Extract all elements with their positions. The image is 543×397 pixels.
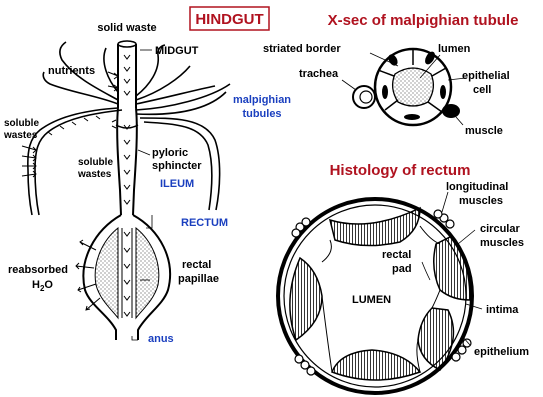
label-pyloric-2: sphincter — [152, 160, 202, 172]
label-circular-2: muscles — [480, 237, 524, 249]
rectal-pad-top — [330, 208, 420, 246]
rectum-histology-drawing — [278, 192, 482, 393]
label-rectum-lumen: LUMEN — [352, 294, 391, 306]
rectal-papilla-right — [136, 228, 159, 318]
label-rectal-papillae-2: papillae — [178, 273, 219, 285]
label-xsec-lumen: lumen — [438, 43, 471, 55]
nutrients-arrows — [108, 72, 118, 91]
tubule-lumen — [393, 68, 434, 106]
label-rectal-pad-1: rectal — [382, 249, 411, 261]
ileum-tube — [117, 108, 137, 215]
label-striated-border: striated border — [263, 43, 341, 55]
ileum-flow-arrows — [124, 125, 130, 204]
label-trachea: trachea — [299, 68, 339, 80]
label-muscle: muscle — [465, 125, 503, 137]
label-anus: anus — [148, 333, 174, 345]
label-soluble-wastes-2a: soluble — [78, 157, 113, 168]
midgut-tube — [118, 44, 136, 108]
rectal-pad-right — [434, 236, 470, 300]
label-longitudinal-1: longitudinal — [446, 181, 508, 193]
rectum-histology-title: Histology of rectum — [330, 162, 471, 179]
label-nutrients: nutrients — [48, 65, 95, 77]
nucleus-2 — [440, 85, 446, 99]
rectal-papilla-left — [95, 228, 118, 318]
nucleus-3 — [404, 114, 420, 120]
muscle-blob — [442, 104, 460, 118]
label-epithelial-2: cell — [473, 84, 491, 96]
label-rectal-pad-2: pad — [392, 263, 412, 275]
xsec-drawing — [342, 49, 466, 125]
label-pyloric-1: pyloric — [152, 147, 188, 159]
hindgut-title: HINDGUT — [195, 11, 263, 28]
label-reabsorbed: reabsorbed — [8, 264, 68, 276]
label-water: H2O — [32, 279, 53, 293]
label-rectum: RECTUM — [181, 217, 228, 229]
label-midgut: MIDGUT — [155, 45, 199, 57]
label-ileum: ILEUM — [160, 178, 194, 190]
hindgut-title-group: HINDGUT — [190, 7, 269, 30]
label-solid-waste: solid waste — [97, 22, 156, 34]
midgut-flow-arrows — [124, 55, 130, 95]
label-intima: intima — [486, 304, 519, 316]
pyloric-sphincter-ring — [116, 125, 138, 128]
trachea-inner — [360, 91, 372, 103]
label-soluble-wastes-1b: wastes — [3, 130, 38, 141]
label-malpighian-1: malpighian — [233, 94, 291, 106]
label-epithelium: epithelium — [474, 346, 529, 358]
label-longitudinal-2: muscles — [459, 195, 503, 207]
label-circular-1: circular — [480, 223, 520, 235]
xsec-title: X-sec of malpighian tubule — [328, 12, 519, 29]
label-rectal-papillae-1: rectal — [182, 259, 211, 271]
hindgut-drawing — [22, 41, 230, 340]
label-epithelial-1: epithelial — [462, 70, 510, 82]
label-malpighian-2: tubules — [242, 108, 281, 120]
midgut-opening — [118, 41, 136, 47]
label-soluble-wastes-1a: soluble — [4, 118, 39, 129]
rectum-flow-arrows — [124, 232, 130, 316]
nucleus-4 — [382, 85, 388, 99]
label-soluble-wastes-2b: wastes — [77, 169, 112, 180]
rectal-pad-left — [290, 258, 322, 340]
rectal-pad-bottom — [332, 350, 420, 380]
